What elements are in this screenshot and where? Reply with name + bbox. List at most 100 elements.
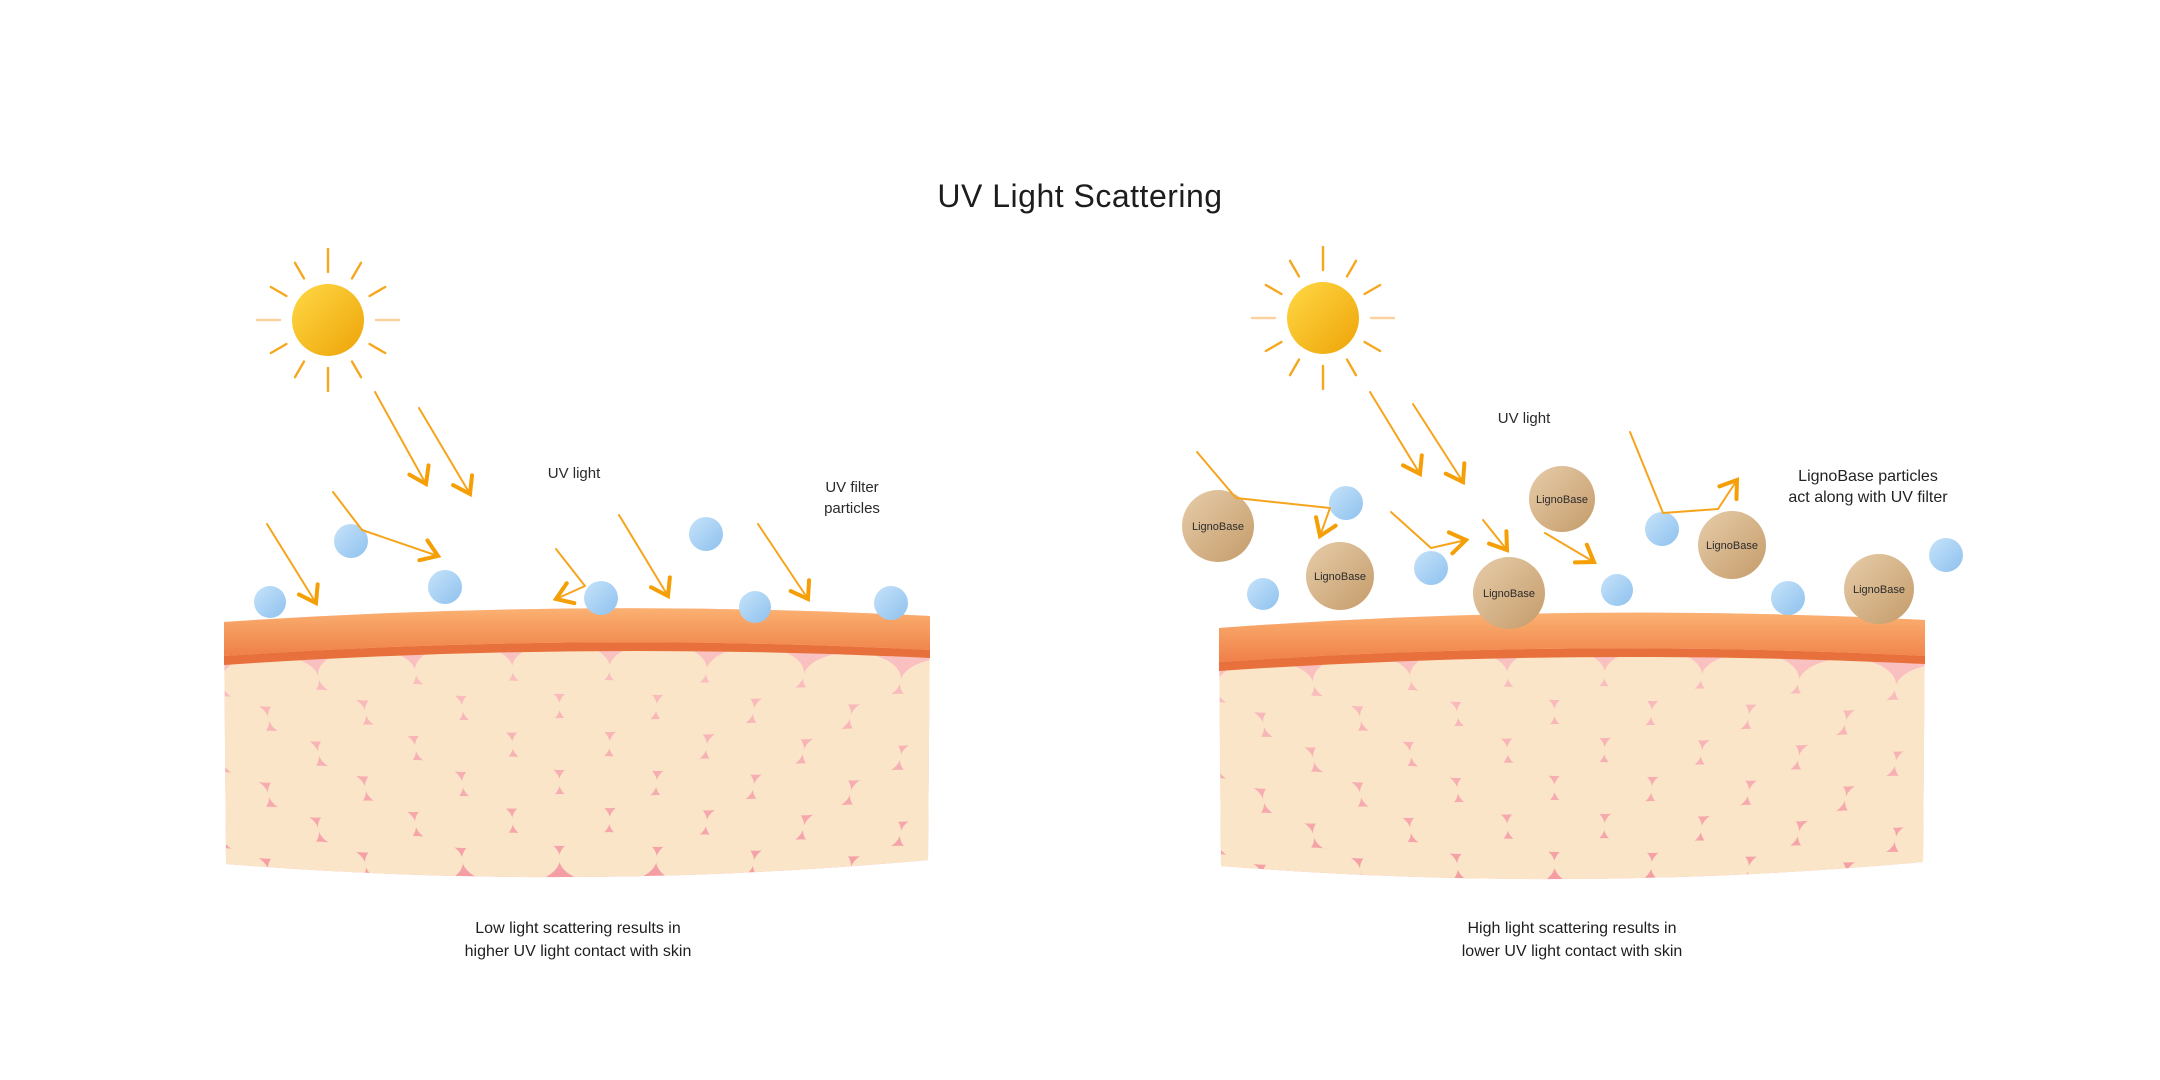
sun-ray (1264, 283, 1283, 296)
skin-cell (1360, 842, 1458, 880)
uv-filter-particle (739, 591, 771, 623)
lignobase-particle-circle (1182, 490, 1254, 562)
uv-ray-arrow (1369, 391, 1424, 478)
skin-cell (1457, 838, 1555, 880)
sun-ray (1264, 340, 1283, 353)
uv-filter-particle (584, 581, 618, 615)
skin-cells (1219, 648, 1925, 880)
left-caption-line1: Low light scattering results in (475, 920, 680, 937)
lignobase-particle: LignoBase (1844, 554, 1914, 624)
skin-cell (1554, 762, 1652, 815)
lignobase-particle-circle (1844, 554, 1914, 624)
uv-ray-arrow (266, 523, 320, 607)
uv-ray-arrow (1412, 403, 1467, 486)
uv-rays (1196, 391, 1740, 565)
skin-cell (1554, 838, 1652, 880)
lignobase-particle-circle (1698, 511, 1766, 579)
lignobase-note-line2: act along with UV filter (1788, 489, 1948, 506)
uv-ray-arrow (757, 523, 812, 603)
skin-cell (512, 718, 610, 771)
skin-cell (1219, 854, 1264, 880)
skin-cell (365, 760, 463, 813)
left-panel: UV light UV filter particles Low light s… (224, 247, 930, 960)
skin-cell (1410, 725, 1508, 778)
uv-filter-particle (1771, 581, 1805, 615)
uv-ray-arrow (1544, 532, 1597, 565)
skin-cell (900, 658, 930, 710)
lignobase-particle-circle (1529, 466, 1595, 532)
skin-cell (365, 836, 463, 878)
skin-cell (656, 834, 754, 878)
skin-cell (1457, 762, 1555, 815)
skin-cell (1360, 690, 1458, 743)
uv-filter-particles (1247, 486, 1963, 615)
lignobase-note-line1: LignoBase particles (1798, 468, 1938, 485)
skin-cell (1457, 686, 1555, 739)
right-caption-line2: lower UV light contact with skin (1462, 943, 1683, 960)
lignobase-particle-label: LignoBase (1536, 494, 1588, 506)
skin-cell (1701, 804, 1799, 857)
skin-cell (415, 719, 513, 772)
skin-cell (706, 646, 804, 699)
skin-cell (268, 841, 366, 878)
uv-filter-particle (428, 570, 462, 604)
sun-rays (1250, 245, 1396, 391)
skin-cell (1895, 664, 1925, 716)
skin-cell (1701, 652, 1799, 705)
sun-rays (255, 247, 401, 393)
skin-cell (609, 643, 707, 696)
uv-filter-particle (1329, 486, 1363, 520)
skin-cells (224, 642, 930, 878)
skin-cell (850, 845, 930, 878)
skin-cell (1895, 816, 1925, 868)
skin-cell (1604, 649, 1702, 702)
skin-cell (512, 794, 610, 847)
skin-cell (1410, 649, 1508, 702)
uv-rays (266, 391, 812, 607)
skin-cell (1748, 845, 1846, 880)
sun-ray (350, 261, 363, 280)
lignobase-particle-label: LignoBase (1192, 521, 1244, 533)
uv-filter-particle (254, 586, 286, 618)
page-title: UV Light Scattering (937, 178, 1222, 214)
skin-cell (753, 839, 851, 878)
uv-ray-arrow (618, 514, 672, 600)
uv-filter-particle (1414, 551, 1448, 585)
epidermis-shadow (1219, 648, 1925, 671)
skin-cell (415, 795, 513, 848)
skin-cell (656, 758, 754, 811)
skin-cell (1651, 764, 1749, 817)
uv-light-label: UV light (1498, 410, 1551, 427)
skin-cell (1507, 724, 1605, 777)
skin-cell (462, 832, 560, 878)
skin-cross-section (224, 608, 930, 878)
lignobase-particle: LignoBase (1529, 466, 1595, 532)
skin-cell (1651, 840, 1749, 880)
skin-cell (559, 680, 657, 733)
lignobase-particle: LignoBase (1306, 542, 1374, 610)
skin-cell (559, 832, 657, 878)
sun-ray (1363, 340, 1382, 353)
sun-ray (293, 261, 306, 280)
uv-ray-arrow (332, 491, 442, 563)
sun-ray (1363, 283, 1382, 296)
lignobase-particle-label: LignoBase (1314, 571, 1366, 583)
epidermis-shadow (224, 642, 930, 665)
skin-cell (900, 734, 930, 786)
uv-ray-arrow (1390, 511, 1470, 556)
skin-cell (1604, 801, 1702, 854)
sun-ray (1345, 259, 1358, 278)
lignobase-particle-label: LignoBase (1706, 540, 1758, 552)
uv-ray-arrow (552, 548, 586, 606)
skin-cross-section (1219, 612, 1925, 880)
skin-cell (462, 756, 560, 809)
lignobase-particles: LignoBase LignoBase LignoBase LignoBase … (1182, 466, 1914, 629)
skin-cell (415, 643, 513, 696)
uv-filter-particles-label-line1: UV filter (825, 479, 878, 496)
sun-ray (350, 360, 363, 379)
uv-filter-particle (1247, 578, 1279, 610)
skin-cell (512, 642, 610, 695)
sun-ray (269, 285, 288, 298)
skin-cell (900, 810, 930, 862)
